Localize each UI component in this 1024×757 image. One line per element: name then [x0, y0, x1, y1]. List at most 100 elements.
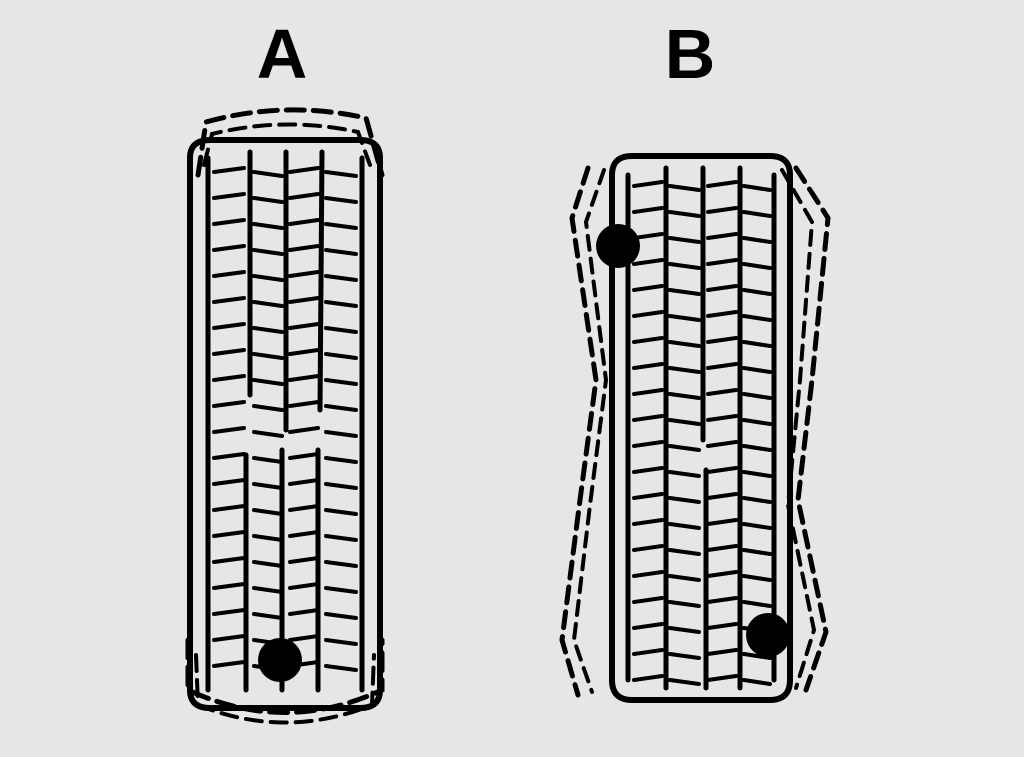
tread-block-dash	[706, 674, 738, 682]
tread-block-dash	[706, 284, 738, 292]
tread-block-dash	[668, 444, 701, 452]
tread-block-dash	[668, 366, 701, 374]
tread-block-dash	[742, 678, 772, 686]
tire-b-wobble-outline-left-inner	[571, 168, 609, 694]
tread-block-dash	[252, 586, 284, 594]
tread-block-dash	[632, 232, 664, 240]
tread-block-dash	[632, 258, 664, 266]
tread-block-dash	[632, 388, 664, 396]
tread-block-dash	[212, 166, 246, 174]
tread-block-dash	[252, 404, 284, 412]
tread-block-dash	[288, 400, 320, 408]
tread-block-dash	[742, 574, 772, 582]
tread-block-dash	[288, 530, 320, 538]
tread-block-dash	[668, 236, 701, 244]
tire-b-tread-blocks	[632, 180, 772, 686]
tread-block-dash	[632, 648, 664, 656]
tread-block-dash	[324, 560, 358, 568]
tire-b-imbalance-weight-top	[596, 224, 640, 268]
tire-b-outer-wall	[609, 153, 793, 703]
tread-block-dash	[742, 522, 772, 530]
tread-block-dash	[212, 218, 246, 226]
tread-block-dash	[668, 418, 701, 426]
tread-block-dash	[252, 170, 284, 178]
tread-block-dash	[632, 596, 664, 604]
tread-block-dash	[632, 544, 664, 552]
tread-block-dash	[706, 180, 738, 188]
tread-block-dash	[632, 414, 664, 422]
tread-block-dash	[668, 340, 701, 348]
tread-block-dash	[668, 652, 701, 660]
tread-block-dash	[324, 508, 358, 516]
tread-block-dash	[668, 626, 701, 634]
panel-a-label: A	[256, 15, 308, 93]
tread-block-dash	[632, 362, 664, 370]
tread-block-dash	[742, 366, 772, 374]
tread-block-dash	[742, 548, 772, 556]
tread-block-dash	[324, 248, 358, 256]
tread-block-dash	[706, 440, 738, 448]
tread-block-dash	[252, 378, 284, 386]
tread-block-dash	[324, 430, 358, 438]
tread-block-dash	[288, 348, 320, 356]
tread-block-dash	[324, 274, 358, 282]
tread-block-dash	[212, 244, 246, 252]
tread-block-dash	[632, 492, 664, 500]
tread-block-dash	[252, 612, 284, 620]
tread-block-dash	[668, 314, 701, 322]
tread-block-dash	[212, 582, 246, 590]
tread-block-dash	[632, 570, 664, 578]
tire-b-wobble-outline-left	[559, 165, 599, 698]
tread-block-dash	[706, 258, 738, 266]
tread-block-dash	[632, 284, 664, 292]
tread-block-dash	[252, 274, 284, 282]
tread-block-dash	[288, 244, 320, 252]
tire-a-tread-blocks	[212, 166, 358, 672]
tread-block-dash	[668, 496, 701, 504]
tread-block-dash	[212, 608, 246, 616]
tread-block-dash	[668, 184, 701, 192]
tread-block-dash	[288, 426, 320, 434]
tire-b-wobble-outline-right-inner	[780, 168, 817, 690]
tread-block-dash	[706, 648, 738, 656]
tread-block-dash	[742, 288, 772, 296]
tread-block-dash	[252, 248, 284, 256]
tread-block-dash	[632, 440, 664, 448]
tire-b	[559, 153, 831, 703]
tread-block-dash	[632, 180, 664, 188]
tread-block-dash	[252, 482, 284, 490]
tread-block-dash	[324, 300, 358, 308]
tread-block-dash	[212, 634, 246, 642]
tread-block-dash	[706, 310, 738, 318]
tire-b-wobble-outline-right	[793, 165, 831, 693]
tread-block-dash	[706, 544, 738, 552]
tread-block-dash	[288, 504, 320, 512]
tread-block-dash	[288, 166, 320, 174]
panel-b-label: B	[664, 15, 716, 93]
tread-block-dash	[742, 418, 772, 426]
tread-block-dash	[742, 340, 772, 348]
tread-block-dash	[324, 352, 358, 360]
tread-block-dash	[668, 522, 701, 530]
tread-block-dash	[706, 336, 738, 344]
tread-block-dash	[706, 414, 738, 422]
tread-block-dash	[742, 444, 772, 452]
tread-block-dash	[742, 262, 772, 270]
tread-block-dash	[324, 222, 358, 230]
tire-b-tread-grooves	[663, 165, 743, 691]
tread-block-dash	[288, 478, 320, 486]
tread-block-dash	[212, 452, 246, 460]
tread-block-dash	[324, 534, 358, 542]
tread-block-dash	[742, 600, 772, 608]
tread-block-dash	[632, 310, 664, 318]
tread-block-dash	[742, 236, 772, 244]
tread-block-dash	[252, 352, 284, 360]
tread-block-dash	[288, 374, 320, 382]
tread-block-dash	[288, 296, 320, 304]
tread-block-dash	[706, 388, 738, 396]
tread-block-dash	[668, 678, 701, 686]
tread-block-dash	[324, 326, 358, 334]
tread-block-dash	[324, 456, 358, 464]
tread-block-dash	[324, 664, 358, 672]
